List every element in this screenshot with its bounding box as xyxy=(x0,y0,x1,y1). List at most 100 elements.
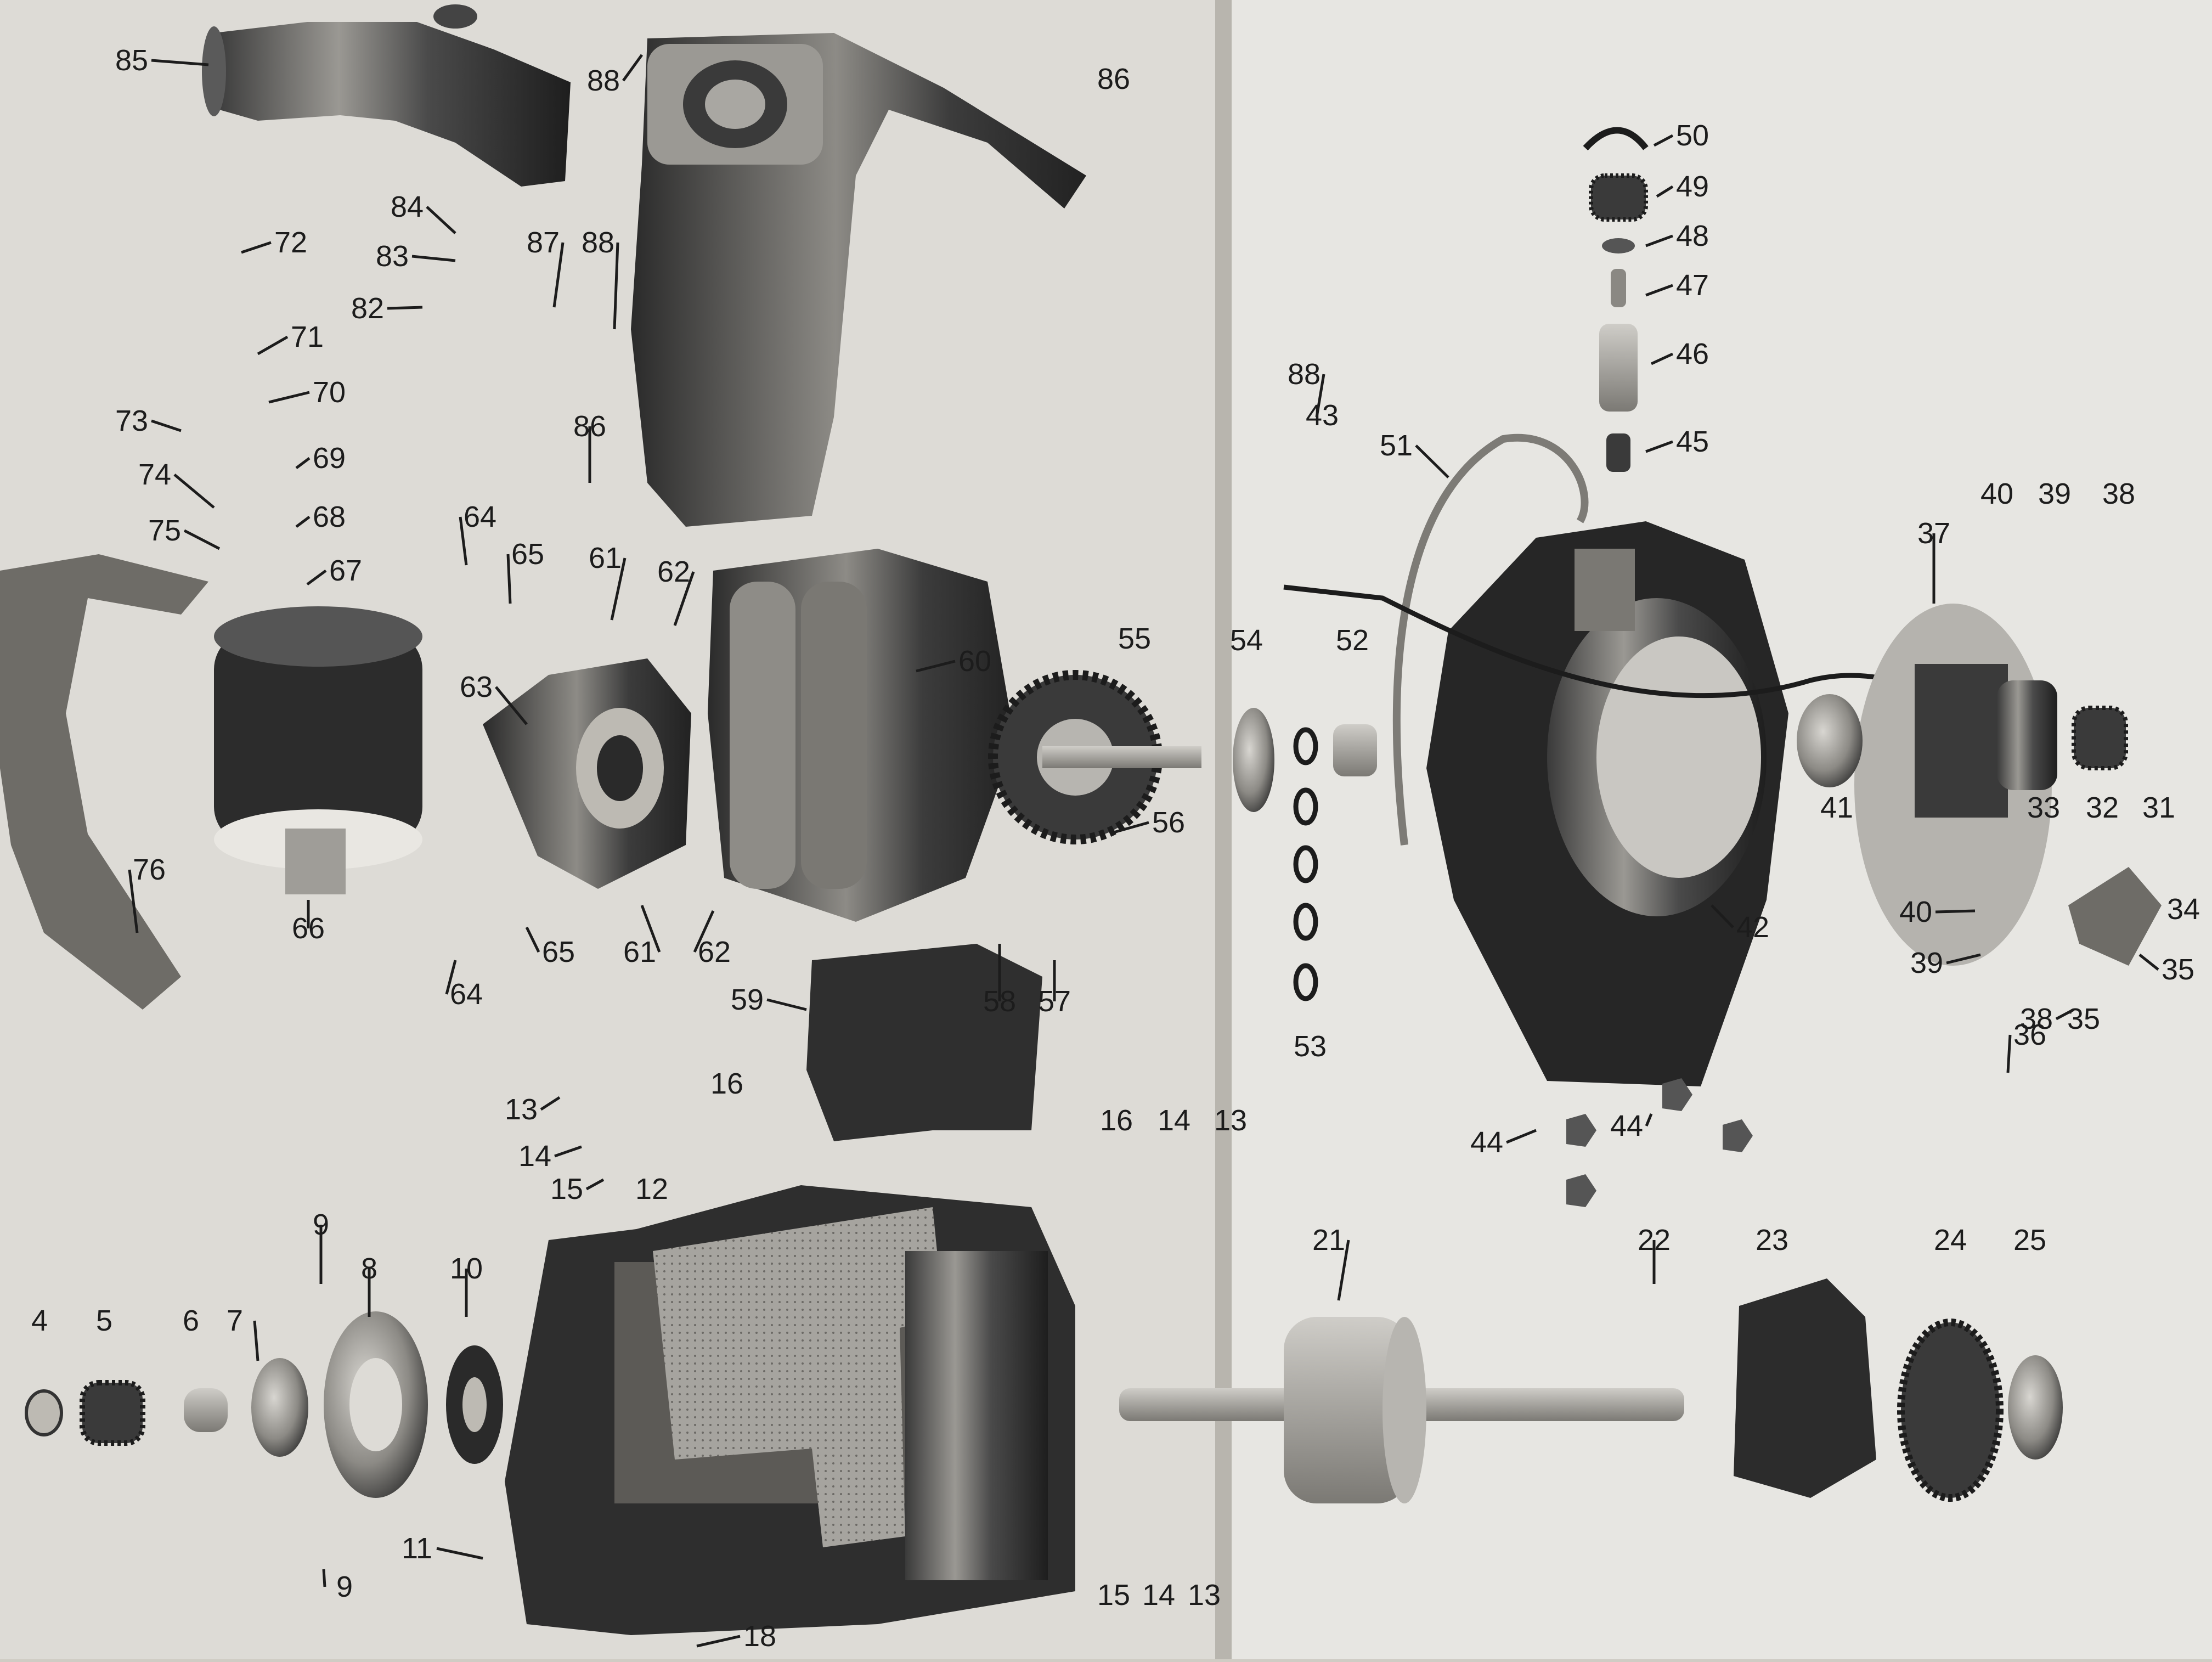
callout-number-54: 54 xyxy=(1230,624,1263,657)
callout-number-13: 13 xyxy=(1188,1579,1221,1612)
callout-number-65: 65 xyxy=(511,538,544,571)
callout-number-52: 52 xyxy=(1336,624,1369,657)
callout-number-8: 8 xyxy=(361,1252,377,1285)
callout-number-69: 69 xyxy=(313,442,346,475)
callout-number-37: 37 xyxy=(1917,517,1950,550)
callout-number-14: 14 xyxy=(518,1140,551,1173)
callout-number-13: 13 xyxy=(1214,1104,1247,1137)
callout-leader xyxy=(445,960,457,995)
callout-leader xyxy=(540,1096,561,1111)
callout-number-75: 75 xyxy=(148,514,181,547)
part-housing-11 xyxy=(505,1185,1075,1635)
callout-number-14: 14 xyxy=(1158,1104,1190,1137)
callout-number-86: 86 xyxy=(1097,63,1130,95)
callout-number-15: 15 xyxy=(550,1173,583,1205)
part-shims-53 xyxy=(1293,727,1318,1001)
callout-leader xyxy=(696,1635,741,1648)
callout-leader xyxy=(916,660,956,673)
part-bearing-41 xyxy=(1797,694,1863,787)
part-frame-59 xyxy=(806,944,1042,1141)
callout-leader xyxy=(151,419,182,432)
callout-leader xyxy=(2138,954,2159,971)
callout-number-39: 39 xyxy=(1910,947,1943,979)
callout-leader xyxy=(1645,284,1673,297)
callout-number-83: 83 xyxy=(376,240,409,273)
callout-number-71: 71 xyxy=(291,320,324,353)
callout-leader xyxy=(1935,909,1976,914)
part-collar-52 xyxy=(1333,724,1377,776)
callout-leader xyxy=(436,1547,483,1560)
callout-leader xyxy=(128,869,139,933)
callout-number-62: 62 xyxy=(698,936,731,968)
part-pinion-5 xyxy=(80,1380,145,1446)
callout-number-49: 49 xyxy=(1676,170,1709,203)
callout-number-61: 61 xyxy=(589,542,622,574)
callout-leader xyxy=(387,306,423,310)
callout-leader xyxy=(322,1569,326,1587)
callout-leader xyxy=(2006,1034,2012,1073)
part-elbow-85 xyxy=(202,4,571,187)
page-gutter xyxy=(1215,0,1232,1659)
callout-number-23: 23 xyxy=(1756,1224,1788,1257)
callout-number-58: 58 xyxy=(983,985,1016,1018)
callout-number-40: 40 xyxy=(1899,895,1932,928)
callout-number-87: 87 xyxy=(527,226,560,259)
callout-leader xyxy=(1645,1113,1653,1126)
callout-number-45: 45 xyxy=(1676,425,1709,458)
callout-number-43: 43 xyxy=(1306,399,1339,432)
part-brush-ring-60 xyxy=(708,549,1015,922)
callout-leader xyxy=(1946,953,1981,965)
callout-number-72: 72 xyxy=(274,226,307,259)
part-cap-stack-45-50 xyxy=(1583,127,1649,472)
part-gear-56 xyxy=(988,670,1201,844)
callout-number-36: 36 xyxy=(2013,1018,2046,1051)
part-housing-upper xyxy=(631,33,1086,527)
callout-leader xyxy=(1506,1129,1537,1144)
part-gear-24 xyxy=(1897,1319,2004,1502)
callout-number-34: 34 xyxy=(2167,893,2200,926)
callout-leader xyxy=(295,457,311,469)
part-nuts-43 xyxy=(1566,1078,1753,1207)
callout-number-88: 88 xyxy=(582,226,614,259)
callout-number-74: 74 xyxy=(138,458,171,491)
callout-number-40: 40 xyxy=(1980,477,2013,510)
callout-number-68: 68 xyxy=(313,500,346,533)
callout-number-38: 38 xyxy=(2020,1002,2053,1035)
callout-number-57: 57 xyxy=(1038,985,1071,1018)
callout-number-62: 62 xyxy=(657,555,690,588)
callout-number-39: 39 xyxy=(2038,477,2071,510)
callout-leader xyxy=(506,554,512,604)
callout-leader xyxy=(525,926,540,953)
callout-number-6: 6 xyxy=(183,1304,199,1337)
callout-number-33: 33 xyxy=(2027,791,2060,824)
part-bearing-54 xyxy=(1233,708,1274,812)
part-washer-4 xyxy=(25,1389,63,1436)
callout-leader xyxy=(693,910,715,953)
callout-leader xyxy=(1650,352,1674,365)
callout-leader xyxy=(151,59,209,66)
callout-number-82: 82 xyxy=(351,292,384,325)
part-cap-63 xyxy=(483,658,691,889)
callout-leader xyxy=(295,516,311,528)
callout-number-84: 84 xyxy=(391,190,424,223)
callout-number-41: 41 xyxy=(1820,791,1853,824)
callout-leader xyxy=(1653,134,1674,147)
callout-number-13: 13 xyxy=(505,1093,538,1126)
callout-leader xyxy=(306,569,327,586)
callout-leader xyxy=(2055,1008,2075,1021)
callout-number-38: 38 xyxy=(2102,477,2135,510)
callout-number-85: 85 xyxy=(115,44,148,77)
callout-number-88: 88 xyxy=(1288,358,1321,391)
callout-leader xyxy=(554,1145,582,1158)
callout-leader xyxy=(1315,374,1325,418)
callout-number-24: 24 xyxy=(1934,1224,1967,1257)
callout-number-21: 21 xyxy=(1312,1224,1345,1257)
callout-number-5: 5 xyxy=(96,1304,112,1337)
callout-leader xyxy=(1415,444,1449,478)
callout-number-86: 86 xyxy=(573,410,606,443)
callout-leader xyxy=(1645,234,1673,247)
callout-leader xyxy=(640,905,661,953)
callout-leader xyxy=(766,998,807,1011)
